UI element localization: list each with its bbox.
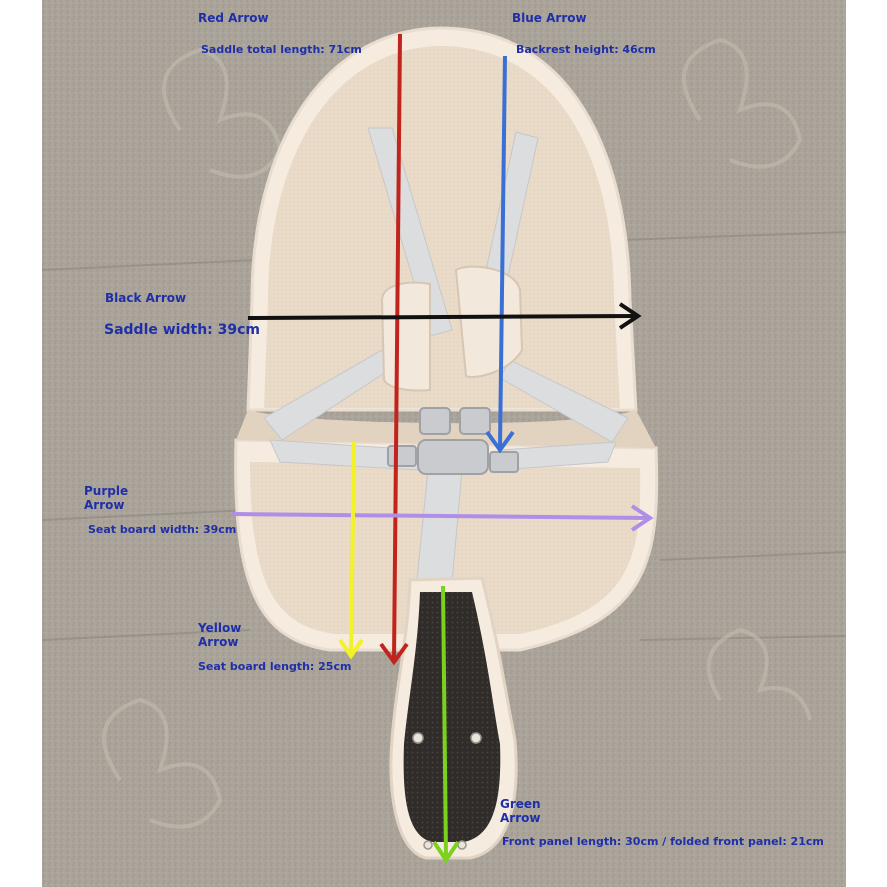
- purple-arrow-name: Purple Arrow: [84, 484, 129, 512]
- black-arrow-measure: Saddle width: 39cm: [104, 322, 260, 338]
- blue-arrow: [485, 55, 515, 454]
- red-arrow: [379, 33, 409, 666]
- front-panel-mesh: [403, 592, 501, 842]
- green-arrow-measure: Front panel length: 30cm / folded front …: [502, 835, 824, 848]
- yellow-arrow-name: Yellow Arrow: [198, 621, 242, 649]
- blue-arrow-measure: Backrest height: 46cm: [516, 43, 656, 56]
- left-margin: [0, 0, 42, 887]
- purple-arrow-measure: Seat board width: 39cm: [88, 523, 237, 536]
- yellow-arrow-measure: Seat board length: 25cm: [198, 660, 352, 673]
- purple-arrow: [231, 504, 654, 532]
- snap-button-icon: [412, 732, 482, 850]
- buckle-icon: [387, 407, 519, 475]
- right-margin: [846, 0, 887, 887]
- yellow-arrow: [338, 441, 364, 660]
- black-arrow-name: Black Arrow: [105, 291, 187, 305]
- floral-tile-pattern: [102, 37, 812, 829]
- red-arrow-measure: Saddle total length: 71cm: [201, 43, 362, 56]
- shoulder-pads: [380, 265, 524, 392]
- black-arrow: [247, 302, 642, 330]
- red-arrow-name: Red Arrow: [198, 11, 269, 25]
- green-arrow: [432, 585, 460, 864]
- blue-arrow-name: Blue Arrow: [512, 11, 587, 25]
- green-arrow-name: Green Arrow: [500, 797, 541, 825]
